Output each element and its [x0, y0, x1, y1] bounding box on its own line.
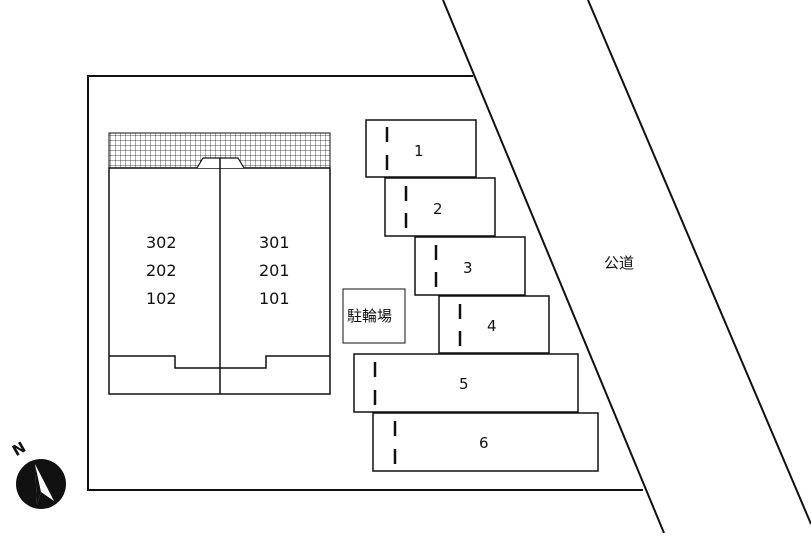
parking-label-3: 3: [463, 259, 473, 277]
parking-label-2: 2: [433, 200, 443, 218]
building-balcony-line: [109, 355, 330, 369]
site-boundary: [87, 75, 643, 491]
parking-label-1: 1: [414, 142, 424, 160]
parking-label-4: 4: [487, 317, 497, 335]
bicycle-parking-box: [342, 288, 406, 344]
unit-201: 201: [259, 261, 290, 280]
parking-lot: [353, 119, 599, 472]
parking-space-1: [365, 119, 477, 178]
parking-label-6: 6: [479, 434, 489, 452]
north-arrow-icon: [16, 459, 66, 509]
unit-101: 101: [259, 289, 290, 308]
unit-301: 301: [259, 233, 290, 252]
parking-space-5: [353, 353, 579, 413]
parking-space-3: [414, 236, 526, 296]
unit-302: 302: [146, 233, 177, 252]
parking-space-6: [372, 412, 599, 472]
bicycle-parking-label: 駐輪場: [347, 307, 393, 325]
road-edge-right: [587, 0, 811, 525]
unit-102: 102: [146, 289, 177, 308]
apartment-building: [108, 132, 331, 395]
parking-label-5: 5: [459, 375, 469, 393]
parking-space-2: [384, 177, 496, 237]
road-label: 公道: [604, 254, 635, 272]
parking-space-4: [438, 295, 550, 354]
road-edge-left: [442, 0, 665, 534]
unit-202: 202: [146, 261, 177, 280]
